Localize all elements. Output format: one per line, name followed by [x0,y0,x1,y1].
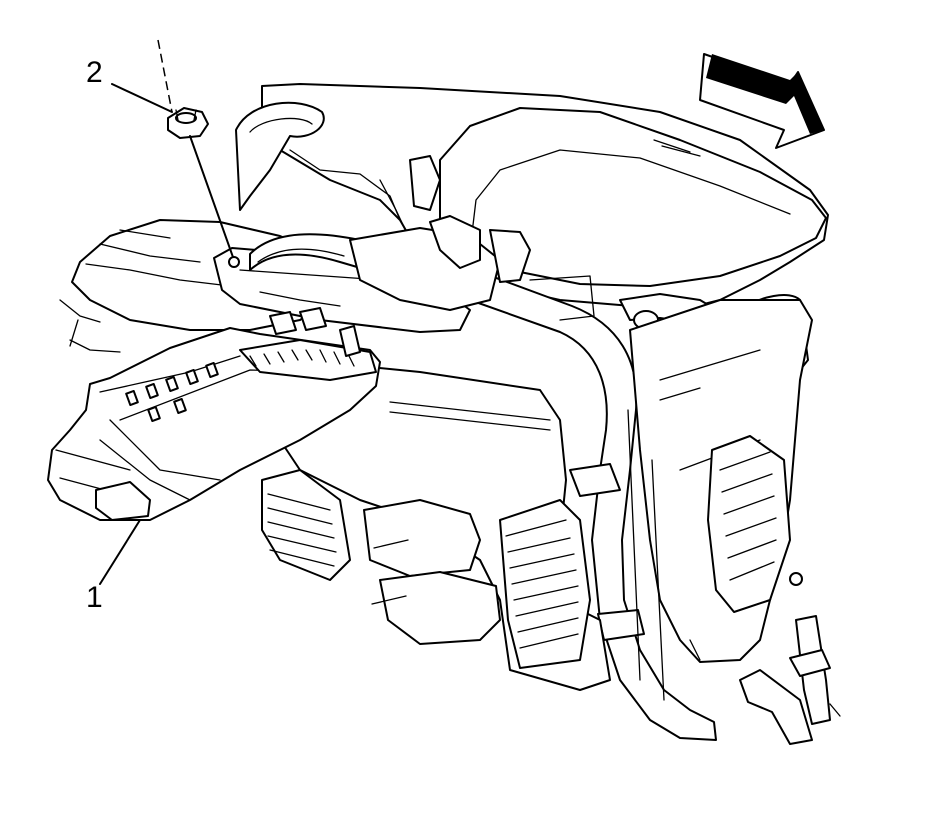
callout-2-leader [111,83,173,113]
vehicle-structure [59,83,841,745]
radiator-fins [261,469,351,581]
forward-arrow-icon [699,53,825,149]
fastener-nut [157,39,240,268]
callout-label-2: 2 [86,56,103,89]
callout-1-leader [99,519,141,585]
callout-label-1: 1 [86,581,103,614]
electronic-module [47,307,381,521]
ribbed-hose [499,499,591,669]
